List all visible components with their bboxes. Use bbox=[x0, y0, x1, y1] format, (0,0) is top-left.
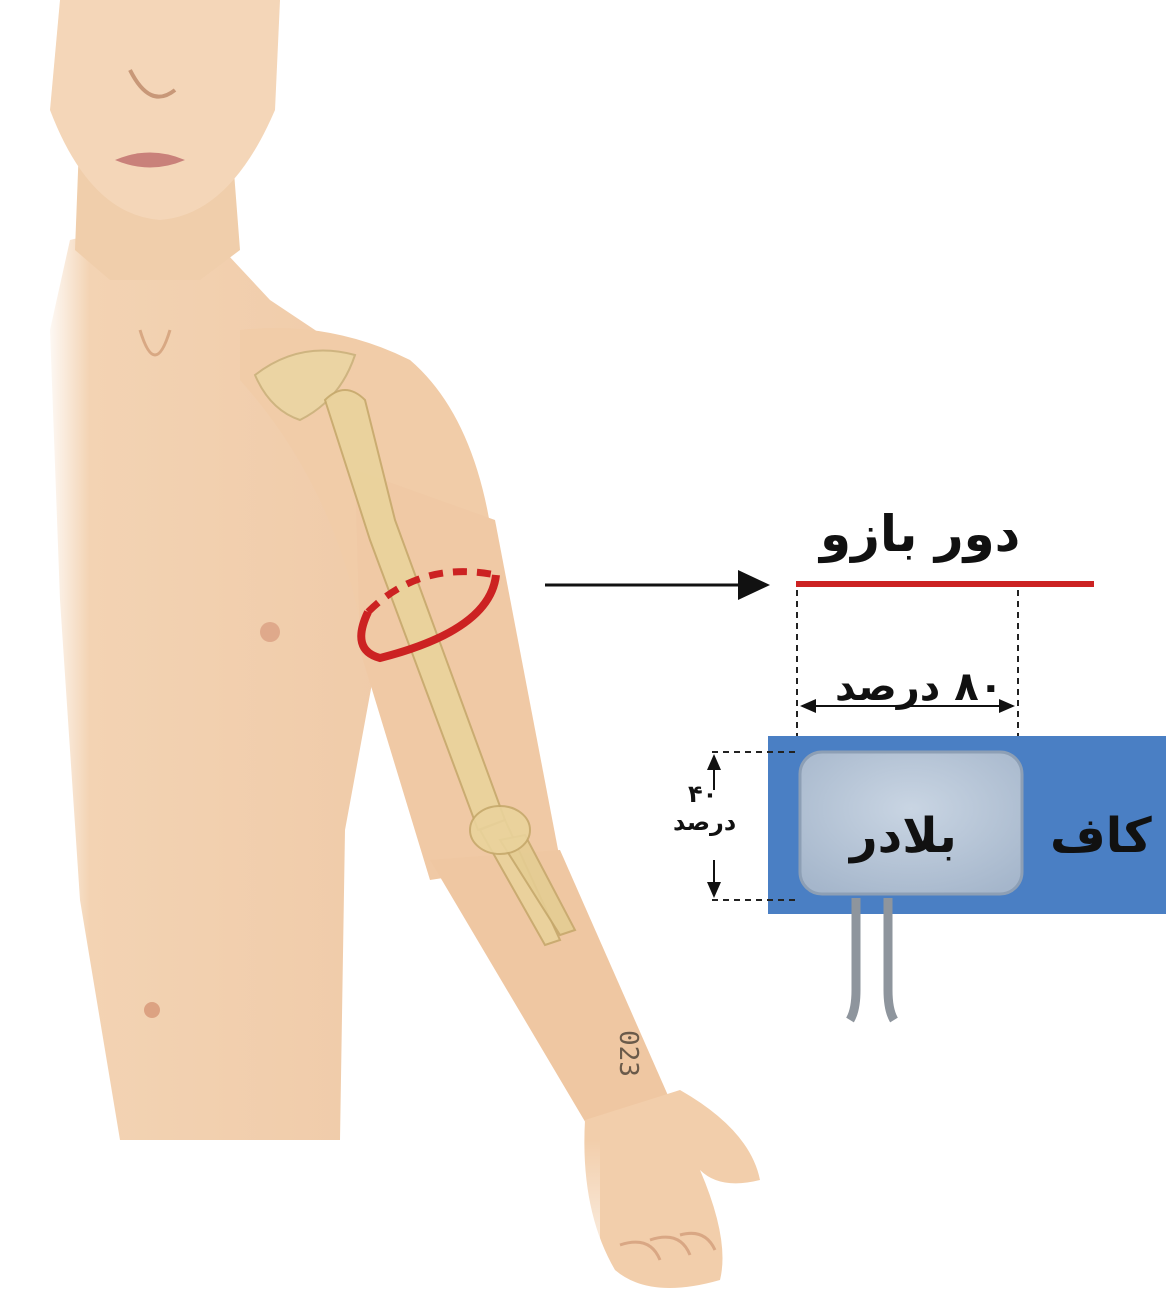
arm-circumference-label: دور بازو bbox=[820, 505, 1020, 563]
eighty-percent-label: ۸۰ درصد bbox=[835, 664, 1003, 710]
pointer-arrow-head bbox=[738, 570, 770, 600]
forty-number-label: ۴۰ bbox=[688, 780, 717, 808]
nipple bbox=[260, 622, 280, 642]
wrist-tag: 023 bbox=[613, 1030, 643, 1077]
tube-left bbox=[850, 898, 856, 1020]
navel bbox=[144, 1002, 160, 1018]
elbow-joint bbox=[470, 806, 530, 854]
cuff-label: کاف bbox=[1050, 808, 1152, 864]
bladder-label: بلادر bbox=[850, 808, 957, 864]
forty-word-label: درصد bbox=[673, 808, 736, 836]
tube-right bbox=[888, 898, 894, 1020]
hand bbox=[584, 1090, 760, 1288]
